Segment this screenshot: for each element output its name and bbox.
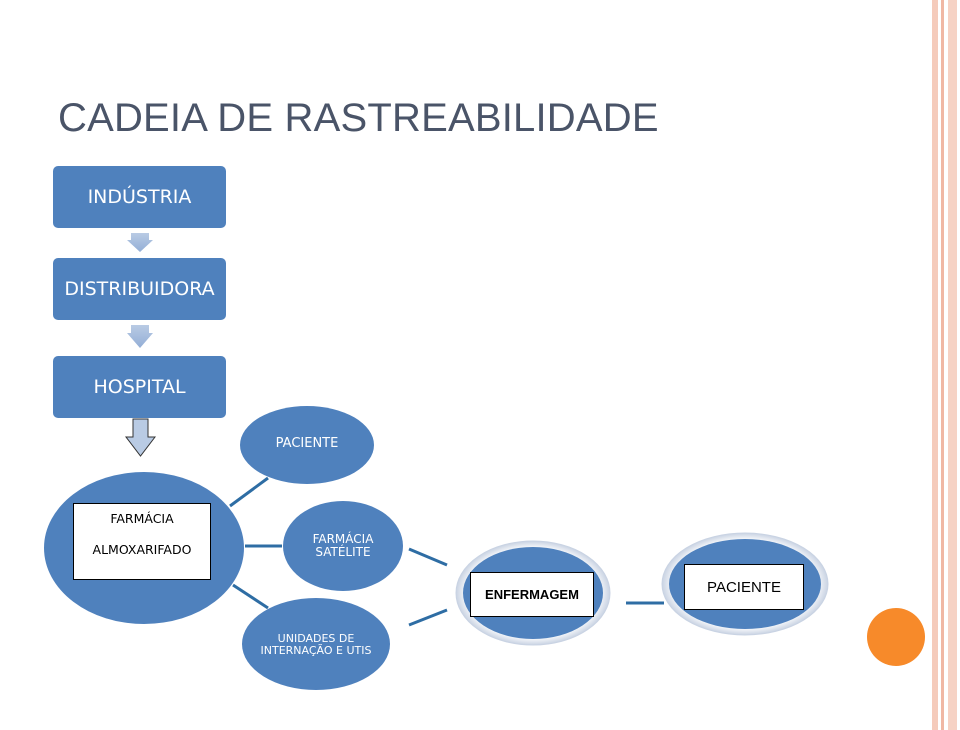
hub-label-farmacia: FARMÁCIA	[110, 511, 174, 526]
paciente-ellipse	[240, 406, 374, 484]
decor-stripe-3	[948, 0, 957, 730]
connector-unidades-enfermagem	[408, 608, 448, 627]
enfermagem-label: ENFERMAGEM	[485, 587, 579, 602]
slide-title: CADEIA DE RASTREABILIDADE	[58, 96, 659, 140]
unidades-ellipse	[242, 598, 390, 690]
paciente-final-box: PACIENTE	[684, 564, 804, 610]
paciente-final-label: PACIENTE	[707, 578, 781, 596]
decor-stripe-1	[932, 0, 938, 730]
farmacia-almoxarifado-box: FARMÁCIA ALMOXARIFADO	[73, 503, 211, 580]
connector-hub-paciente	[229, 476, 269, 508]
connector-hub-unidades	[232, 583, 269, 610]
connector-satelite-enfermagem	[408, 547, 448, 567]
unidades-label-1: UNIDADES DE	[277, 632, 355, 645]
farmacia-satelite-ellipse	[283, 501, 403, 591]
enfermagem-box: ENFERMAGEM	[470, 572, 594, 617]
unidades-label-2: INTERNAÇÃO E UTIS	[260, 644, 372, 657]
hub-label-almoxarifado: ALMOXARIFADO	[92, 542, 192, 557]
down-arrow-2	[127, 325, 153, 348]
farmacia-satelite-label-1: FARMÁCIA	[312, 532, 374, 546]
industria-box: INDÚSTRIA	[53, 166, 226, 228]
accent-circle	[867, 608, 925, 666]
decor-stripe-2	[941, 0, 944, 730]
farmacia-satelite-label-2: SATÉLITE	[315, 545, 371, 559]
down-arrow-hospital	[124, 418, 157, 457]
down-arrow-1	[127, 233, 153, 252]
distribuidora-box: DISTRIBUIDORA	[53, 258, 226, 320]
hospital-box: HOSPITAL	[53, 356, 226, 418]
paciente-label: PACIENTE	[275, 436, 339, 451]
